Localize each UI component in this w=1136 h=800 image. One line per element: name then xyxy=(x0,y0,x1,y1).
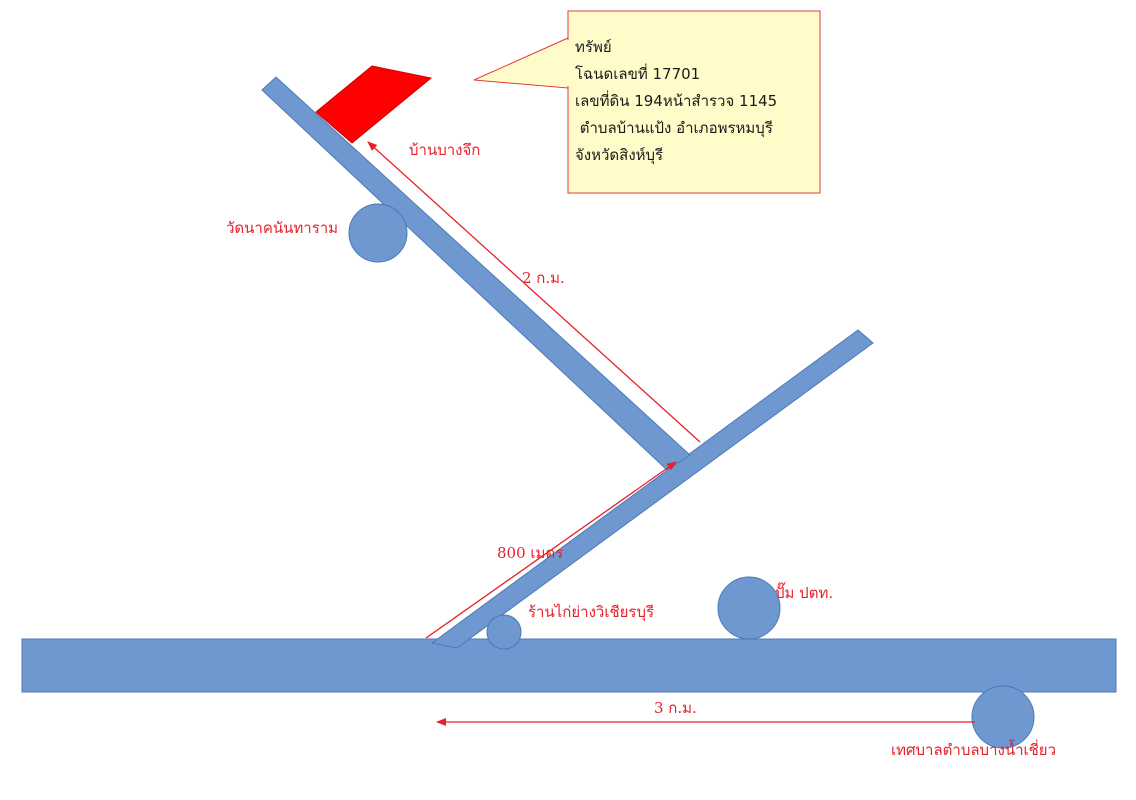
callout-line-2: โฉนดเลขที่ 17701 xyxy=(575,63,700,83)
property-callout: ทรัพย์ โฉนดเลขที่ 17701 เลขที่ดิน 194หน้… xyxy=(473,10,821,194)
callout-line-5: จังหวัดสิงห์บุรี xyxy=(575,146,663,165)
label-dist-800m: 800 เมตร xyxy=(497,544,563,562)
arrow-2km-icon xyxy=(367,141,701,443)
callout-pointer xyxy=(473,37,569,89)
callout-box xyxy=(567,10,821,194)
branch-road-diagonal xyxy=(430,329,874,649)
main-road xyxy=(21,638,1117,693)
gas-station-landmark-icon xyxy=(717,576,781,640)
callout-line-1: ทรัพย์ xyxy=(575,38,612,56)
label-ban-bang-juek: บ้านบางจึก xyxy=(409,141,480,159)
label-municipality: เทศบาลตำบลบางน้ำเชี่ยว xyxy=(891,739,1056,759)
arrow-800m-icon xyxy=(425,461,677,639)
upper-road-diagonal xyxy=(261,76,691,471)
label-gas-station: ปั๊ม ปตท. xyxy=(775,582,833,602)
municipality-landmark-icon xyxy=(971,685,1035,749)
label-restaurant: ร้านไก่ย่างวิเชียรบุรี xyxy=(528,603,654,622)
label-dist-3km: 3 ก.ม. xyxy=(654,699,697,717)
callout-line-3: เลขที่ดิน 194หน้าสำรวจ 1145 xyxy=(575,90,777,110)
label-dist-2km: 2 ก.ม. xyxy=(522,269,565,287)
callout-line-4: ตำบลบ้านแป้ง อำเภอพรหมบุรี xyxy=(575,119,773,138)
restaurant-landmark-icon xyxy=(486,614,522,650)
label-wat: วัดนาคนันทาราม xyxy=(226,219,338,237)
land-parcel-marker-icon xyxy=(315,65,433,144)
wat-landmark-icon xyxy=(348,203,408,263)
